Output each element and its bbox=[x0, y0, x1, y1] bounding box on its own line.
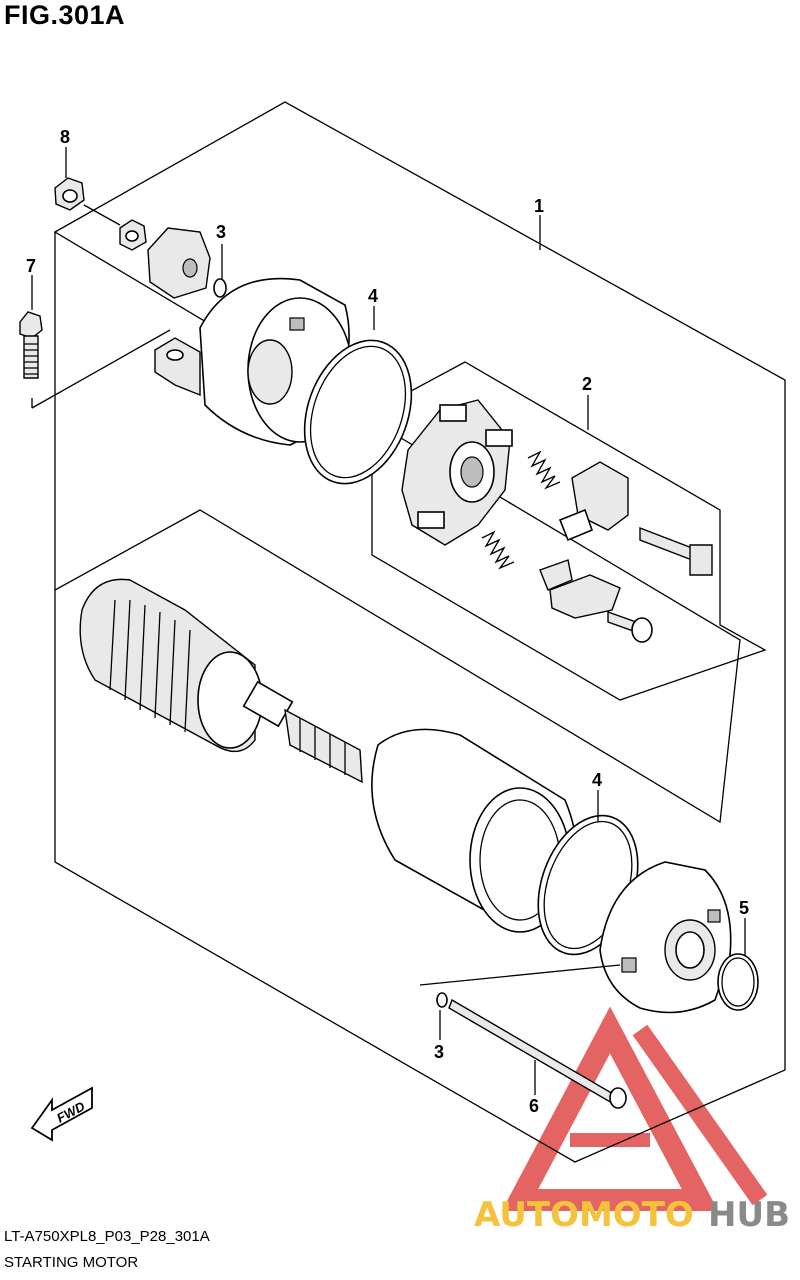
terminal-bolt bbox=[639, 526, 713, 576]
watermark-wordmark: AUTOMOTO HUB bbox=[474, 1195, 790, 1235]
nut-part-8 bbox=[54, 177, 85, 211]
o-ring-part-5 bbox=[717, 953, 759, 1011]
o-ring-part-4-upper bbox=[303, 339, 413, 485]
fwd-arrow-icon: FWD bbox=[30, 1086, 93, 1142]
figure-name: STARTING MOTOR bbox=[4, 1254, 139, 1271]
svg-text:AUTOMOTO: AUTOMOTO bbox=[474, 1195, 694, 1235]
screw bbox=[607, 611, 653, 643]
callout-5: 5 bbox=[739, 898, 749, 918]
armature bbox=[79, 578, 363, 784]
long-bolt-part-6 bbox=[448, 998, 627, 1109]
callout-3-upper: 3 bbox=[216, 222, 226, 242]
terminal-cover bbox=[147, 227, 211, 299]
callout-4-upper: 4 bbox=[368, 286, 378, 306]
brush-holder bbox=[401, 399, 513, 546]
brush-assembly-outline bbox=[371, 361, 767, 701]
callout-1: 1 bbox=[534, 196, 544, 216]
o-ring-part-3 bbox=[213, 278, 227, 298]
yoke-housing bbox=[371, 728, 579, 933]
callout-8: 8 bbox=[60, 127, 70, 147]
front-end-cover bbox=[599, 861, 732, 1014]
brush-spring-upper bbox=[527, 450, 561, 490]
bolt-part-7 bbox=[19, 311, 43, 379]
brush-spring-lower bbox=[481, 530, 515, 570]
callout-7: 7 bbox=[26, 256, 36, 276]
figure-title: FIG.301A bbox=[4, 0, 126, 30]
assembly-outline bbox=[53, 101, 786, 1163]
washer-part bbox=[119, 219, 147, 251]
svg-text:HUB: HUB bbox=[708, 1195, 790, 1235]
brush-terminal-upper bbox=[558, 461, 629, 542]
callout-3-lower: 3 bbox=[434, 1042, 444, 1062]
o-ring-part-3-lower bbox=[436, 992, 448, 1008]
callout-6: 6 bbox=[529, 1096, 539, 1116]
callout-2: 2 bbox=[582, 374, 592, 394]
figure-code: LT-A750XPL8_P03_P28_301A bbox=[4, 1228, 210, 1245]
brush-terminal-lower bbox=[539, 559, 621, 619]
callout-4-lower: 4 bbox=[592, 770, 602, 790]
watermark-logo-icon bbox=[501, 1006, 768, 1211]
